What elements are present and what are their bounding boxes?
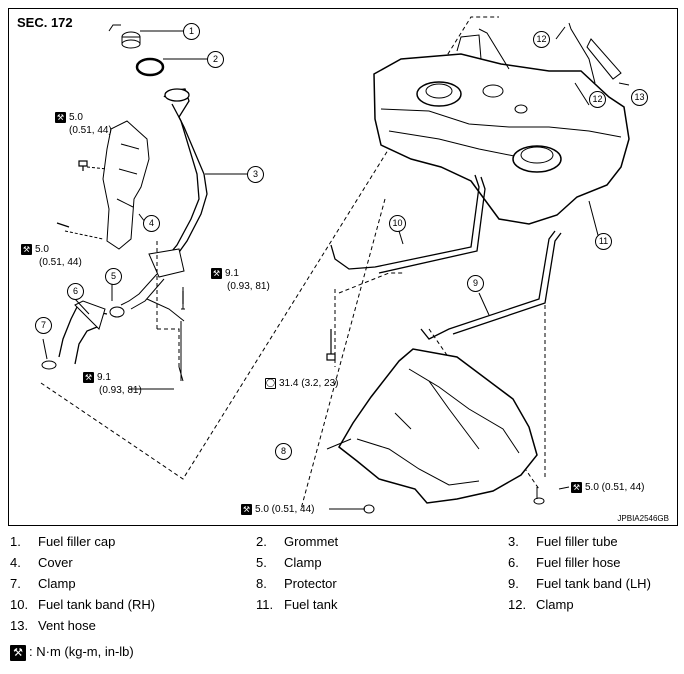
torque-wrench-open-icon: ◯: [265, 377, 276, 389]
callout-1: 1: [183, 23, 200, 40]
callout-2: 2: [207, 51, 224, 68]
callout-5: 5: [105, 268, 122, 285]
torque-wrench-icon: ⚒: [10, 644, 26, 661]
legend-item: 7.Clamp: [10, 576, 76, 591]
legend-item: 8.Protector: [256, 576, 337, 591]
torque-spec-protector-left: ⚒5.0 (0.51, 44): [241, 503, 315, 515]
section-label: SEC. 172: [17, 15, 73, 30]
torque-wrench-icon: ⚒: [241, 503, 252, 515]
callout-4: 4: [143, 215, 160, 232]
torque-wrench-icon: ⚒: [21, 243, 32, 255]
torque-wrench-icon: ⚒: [83, 371, 94, 383]
legend-item: 3.Fuel filler tube: [508, 534, 618, 549]
legend-item: 9.Fuel tank band (LH): [508, 576, 651, 591]
diagram-linework: [40, 16, 630, 514]
legend-item: 1.Fuel filler cap: [10, 534, 116, 549]
torque-wrench-icon: ⚒: [55, 111, 66, 123]
legend-item: 4.Cover: [10, 555, 73, 570]
torque-spec-protector-right: ⚒5.0 (0.51, 44): [571, 481, 645, 493]
callout-12-lower: 12: [589, 91, 606, 108]
callout-8: 8: [275, 443, 292, 460]
callout-10: 10: [389, 215, 406, 232]
figure-code: JPBIA2546GB: [617, 514, 669, 523]
callout-6: 6: [67, 283, 84, 300]
exploded-diagram: SEC. 172 JPBIA2546GB 1 2 3 4 5 6 7 8 9 1…: [8, 8, 678, 526]
callout-13: 13: [631, 89, 648, 106]
torque-spec-band-bolt: ◯31.4 (3.2, 23): [265, 377, 339, 389]
legend-item: 2.Grommet: [256, 534, 339, 549]
legend-item: 11.Fuel tank: [256, 597, 338, 612]
callout-7: 7: [35, 317, 52, 334]
torque-spec-cover-lower: ⚒5.0 (0.51, 44): [21, 243, 82, 268]
callout-3: 3: [247, 166, 264, 183]
legend-item: 12.Clamp: [508, 597, 574, 612]
torque-spec-tube-bracket: ⚒9.1 (0.93, 81): [211, 267, 270, 292]
torque-spec-hose-bracket: ⚒9.1 (0.93, 81): [83, 371, 142, 396]
legend-item: 5.Clamp: [256, 555, 322, 570]
torque-unit-note: ⚒: N·m (kg-m, in-lb): [10, 644, 134, 661]
torque-wrench-icon: ⚒: [571, 481, 582, 493]
callout-11: 11: [595, 233, 612, 250]
torque-spec-cover-upper: ⚒5.0 (0.51, 44): [55, 111, 112, 136]
legend-item: 13.Vent hose: [10, 618, 96, 633]
callout-9: 9: [467, 275, 484, 292]
torque-wrench-icon: ⚒: [211, 267, 222, 279]
legend-item: 6.Fuel filler hose: [508, 555, 621, 570]
callout-12-upper: 12: [533, 31, 550, 48]
legend-item: 10.Fuel tank band (RH): [10, 597, 156, 612]
